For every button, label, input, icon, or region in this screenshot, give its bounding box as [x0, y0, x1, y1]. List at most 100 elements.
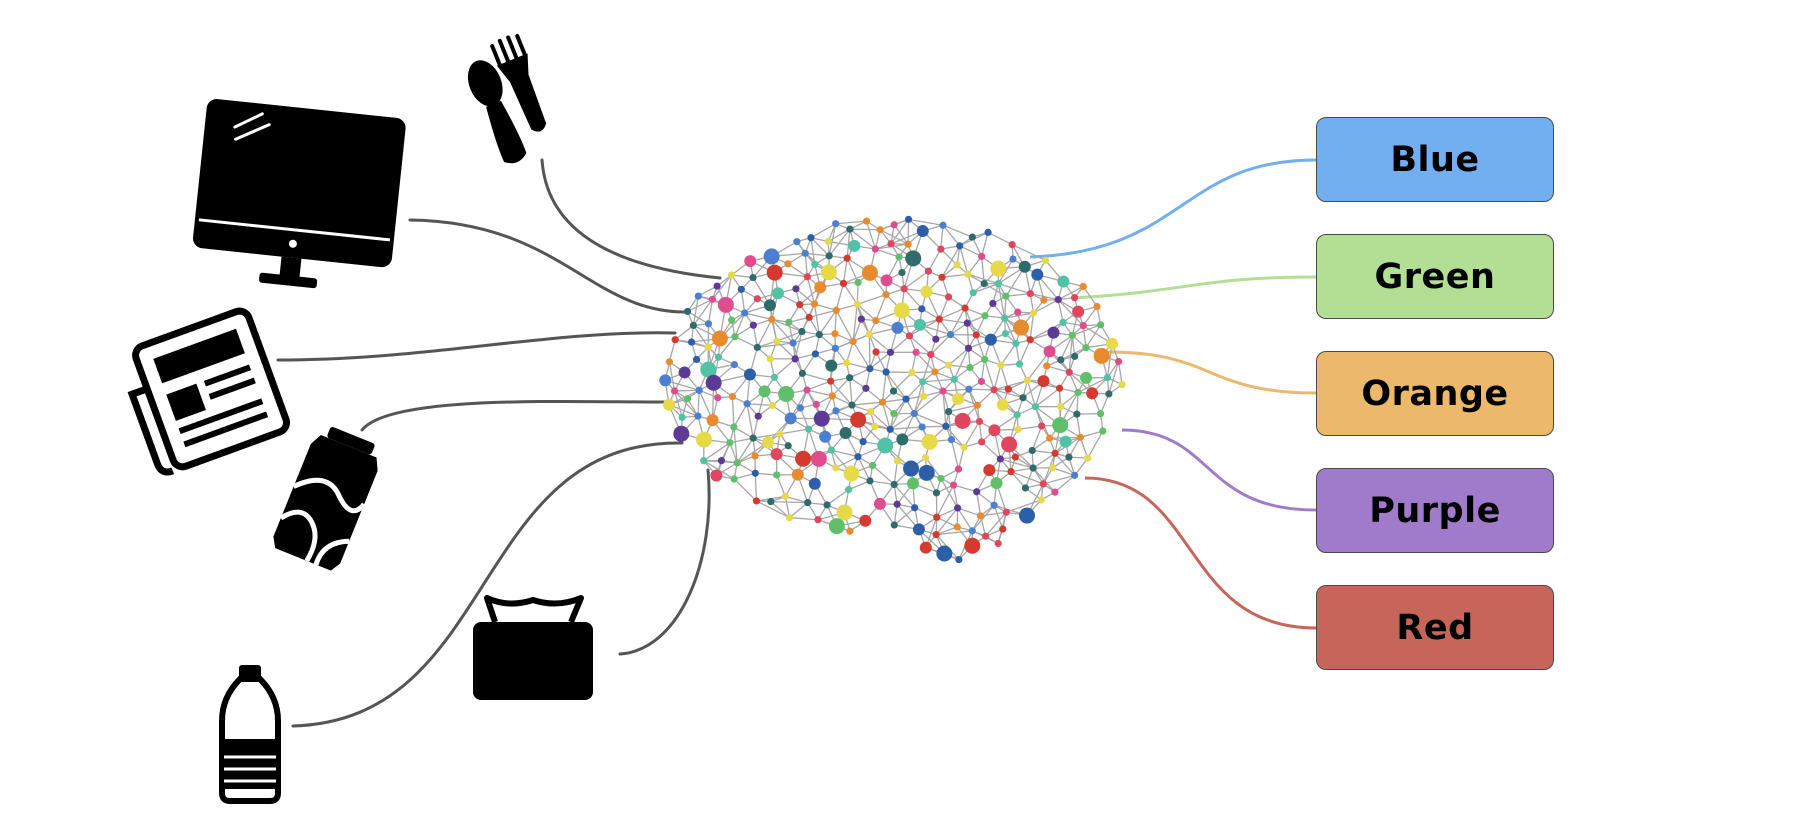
- network-node: [737, 285, 745, 293]
- connector-blue: [1029, 158, 1317, 259]
- object-connectors: [276, 158, 722, 728]
- network-node: [990, 386, 998, 394]
- network-node: [990, 477, 1003, 490]
- network-node: [784, 260, 792, 268]
- network-node: [1049, 464, 1057, 472]
- network-node: [1037, 496, 1045, 504]
- network-node: [1071, 352, 1079, 360]
- network-node: [1068, 331, 1076, 339]
- network-node: [1014, 308, 1022, 316]
- network-node: [752, 497, 761, 505]
- network-node: [999, 525, 1007, 533]
- network-node: [1019, 507, 1036, 524]
- network-edge: [802, 372, 831, 382]
- network-edge: [806, 389, 833, 397]
- network-edge: [882, 398, 907, 403]
- network-edge: [957, 447, 965, 470]
- connector-soda-can: [360, 399, 667, 432]
- network-edge: [848, 480, 871, 491]
- network-node: [954, 465, 963, 473]
- network-node: [803, 386, 811, 394]
- network-edge: [1082, 325, 1087, 348]
- network-node: [733, 459, 741, 467]
- network-node: [728, 393, 737, 401]
- network-node: [1076, 433, 1084, 441]
- network-node: [1014, 425, 1022, 433]
- network-node: [893, 500, 901, 508]
- network-edge: [953, 347, 970, 380]
- network-node: [878, 398, 887, 406]
- network-node: [1065, 368, 1073, 376]
- label-purple: Purple: [1316, 468, 1554, 553]
- network-edge: [922, 381, 944, 392]
- network-node: [945, 293, 953, 301]
- network-edge: [993, 389, 1024, 399]
- network-node: [872, 316, 880, 325]
- network-node: [743, 400, 751, 408]
- connector-green: [1071, 275, 1317, 300]
- network-node: [778, 385, 795, 402]
- network-node: [773, 471, 781, 479]
- network-edge: [967, 273, 999, 285]
- network-node: [942, 422, 950, 430]
- network-node: [671, 336, 679, 344]
- network-node: [902, 395, 910, 403]
- network-edge: [870, 411, 891, 430]
- network-node: [896, 433, 909, 446]
- network-node: [960, 443, 968, 451]
- network-node: [714, 353, 723, 361]
- network-node: [964, 270, 972, 278]
- network-node: [859, 438, 867, 446]
- network-node: [1019, 394, 1027, 402]
- network-edge: [981, 232, 989, 257]
- network-node: [1008, 241, 1016, 249]
- network-node: [1106, 337, 1119, 350]
- network-node: [836, 504, 853, 521]
- network-node: [710, 469, 723, 482]
- network-edge: [1032, 467, 1056, 493]
- network-edge: [801, 353, 816, 374]
- connector-tissue-box: [618, 468, 711, 656]
- network-edge: [826, 489, 850, 506]
- network-edge: [1010, 467, 1034, 473]
- network-node: [705, 374, 722, 391]
- network-node: [708, 295, 717, 303]
- network-node: [811, 260, 819, 268]
- network-node: [673, 425, 690, 442]
- network-node: [918, 423, 926, 431]
- network-node: [1079, 322, 1087, 330]
- network-node: [859, 514, 872, 527]
- network-edge: [936, 484, 955, 518]
- network-node: [981, 312, 989, 320]
- network-node: [1079, 282, 1087, 291]
- network-edge: [1026, 380, 1037, 407]
- network-edge: [872, 464, 895, 485]
- network-edge: [668, 361, 676, 392]
- network-node: [795, 450, 812, 467]
- network-edge: [1076, 392, 1079, 415]
- network-node: [767, 498, 775, 506]
- network-node: [1115, 357, 1123, 366]
- network-edge: [1033, 299, 1059, 314]
- network-edge: [915, 351, 936, 373]
- network-node: [1118, 380, 1126, 389]
- network-node: [890, 521, 898, 529]
- network-node: [887, 240, 895, 248]
- network-node: [706, 414, 719, 427]
- network-edge: [827, 228, 851, 243]
- network-edge: [851, 387, 867, 406]
- network-edge: [868, 334, 871, 369]
- network-edge: [942, 391, 947, 427]
- network-node: [846, 527, 854, 535]
- network-edge: [731, 396, 735, 428]
- network-edge: [857, 294, 887, 305]
- network-node: [678, 366, 691, 379]
- network-edge: [779, 428, 809, 435]
- network-edge: [668, 339, 676, 362]
- network-node: [954, 504, 962, 512]
- network-node: [1039, 480, 1047, 488]
- network-node: [832, 220, 840, 228]
- network-edge: [1085, 324, 1102, 349]
- network-edge: [734, 472, 756, 480]
- network-node: [1002, 292, 1010, 300]
